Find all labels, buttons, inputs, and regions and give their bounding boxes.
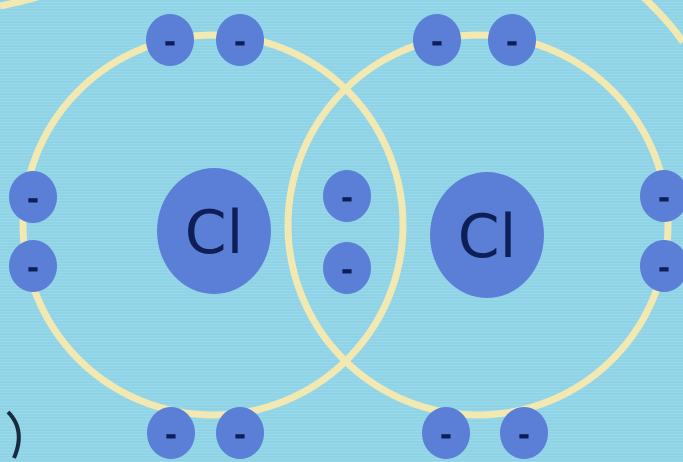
svg-text:-: - — [658, 181, 670, 216]
svg-text:-: - — [431, 25, 443, 60]
svg-text:-: - — [341, 181, 353, 216]
right-nucleus-label: Cl — [458, 202, 517, 272]
svg-text:-: - — [440, 418, 452, 453]
shared-electron: - — [323, 242, 371, 294]
svg-text:-: - — [234, 418, 246, 453]
svg-text:-: - — [27, 251, 39, 286]
left-nucleus: Cl — [157, 168, 271, 294]
electron: - — [640, 240, 683, 292]
svg-text:-: - — [658, 251, 670, 286]
outer-shell-arc-top-right — [640, 0, 683, 42]
electron: - — [640, 170, 683, 222]
electron: - — [488, 14, 536, 66]
electron: - — [216, 407, 264, 459]
svg-text:-: - — [234, 25, 246, 60]
svg-text:-: - — [165, 418, 177, 453]
svg-text:-: - — [164, 25, 176, 60]
outer-shell-arc-top-left — [0, 0, 70, 6]
electron: - — [500, 407, 548, 459]
svg-text:-: - — [341, 253, 353, 288]
electron: - — [216, 14, 264, 66]
svg-text:-: - — [518, 418, 530, 453]
right-nucleus: Cl — [430, 172, 544, 298]
shared-electron: - — [323, 170, 371, 222]
left-nucleus-label: Cl — [185, 198, 244, 268]
outer-shell-arc-bottom-left — [8, 412, 19, 458]
electron: - — [422, 407, 470, 459]
electron: - — [146, 14, 194, 66]
electron: - — [9, 171, 57, 223]
electron: - — [413, 14, 461, 66]
electron: - — [9, 240, 57, 292]
svg-text:-: - — [506, 25, 518, 60]
electron: - — [147, 407, 195, 459]
svg-text:-: - — [27, 182, 39, 217]
